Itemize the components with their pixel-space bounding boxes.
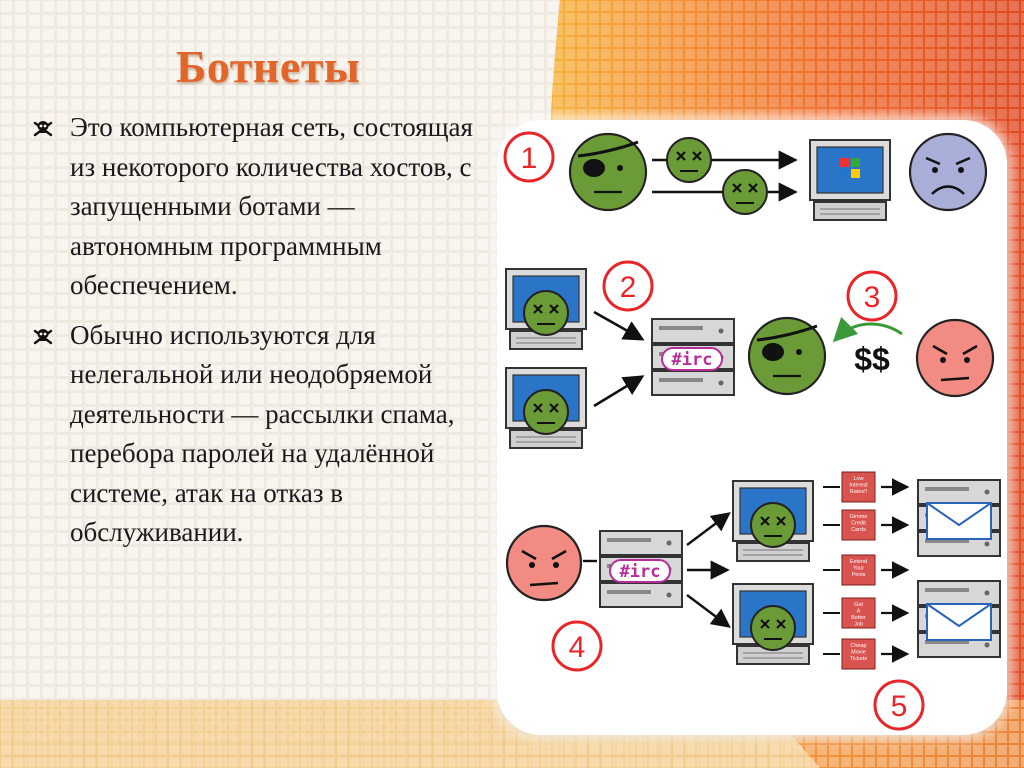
step-badge (602, 260, 654, 312)
step-3-payment: 3 $$ (832, 270, 995, 398)
step-1-infection: 1 (503, 131, 988, 221)
victim-face (908, 132, 988, 212)
step-label: 2 (620, 271, 637, 304)
virus-bot-face (665, 136, 713, 184)
botnet-diagram: 1 2 (503, 131, 1001, 731)
bot-face (522, 289, 570, 337)
bullet-item: Обычно используются для нелегальной или … (32, 316, 492, 553)
step-label: 1 (521, 142, 538, 175)
skull-crossbones-icon (33, 328, 53, 344)
irc-badge (609, 559, 671, 583)
irc-label: #irc (672, 350, 713, 370)
money-label: $$ (854, 341, 890, 377)
irc-badge (661, 347, 723, 371)
arrow (686, 512, 731, 546)
bot-face (522, 388, 570, 436)
virus-bot-face (721, 168, 769, 216)
bullet-list: Это компьютерная сеть, состоящая из неко… (32, 108, 492, 563)
spam-box (841, 597, 876, 629)
step-badge (846, 270, 898, 322)
spam-box (841, 471, 876, 503)
step-badge (873, 679, 925, 731)
bullet-item: Это компьютерная сеть, состоящая из неко… (32, 108, 492, 306)
bullet-text: Это компьютерная сеть, состоящая из неко… (70, 112, 473, 300)
bot-face (749, 604, 797, 652)
skull-crossbones-icon (33, 121, 53, 137)
arrow (593, 310, 645, 341)
bot-face (749, 501, 797, 549)
irc-label: #irc (620, 562, 661, 582)
step-label: 3 (864, 281, 881, 314)
bot-owner-face (747, 316, 827, 396)
arrow (593, 375, 645, 408)
envelope-icon (926, 502, 992, 540)
spammer-face (505, 524, 583, 602)
step-label: 5 (891, 690, 908, 723)
windows-logo-icon (840, 158, 860, 178)
step-badge (551, 620, 603, 672)
step-2-bots-connect: 2 #irc (505, 260, 827, 449)
bot-owner-face (568, 132, 648, 212)
slide-title: Ботнеты (176, 41, 361, 92)
spam-box (841, 638, 876, 670)
spam-box (841, 509, 876, 541)
spam-box (841, 554, 876, 586)
bullet-text: Обычно используются для нелегальной или … (70, 319, 455, 548)
arrow (686, 594, 731, 628)
botnet-diagram-panel: 1 2 (497, 120, 1007, 735)
envelope-icon (926, 603, 992, 641)
step-label: 4 (569, 631, 586, 664)
step-badge (503, 131, 555, 183)
step-4-command: #irc 4 (505, 480, 814, 672)
victim-computer (809, 139, 891, 221)
spammer-face (915, 318, 995, 398)
payment-arrow (832, 316, 903, 343)
